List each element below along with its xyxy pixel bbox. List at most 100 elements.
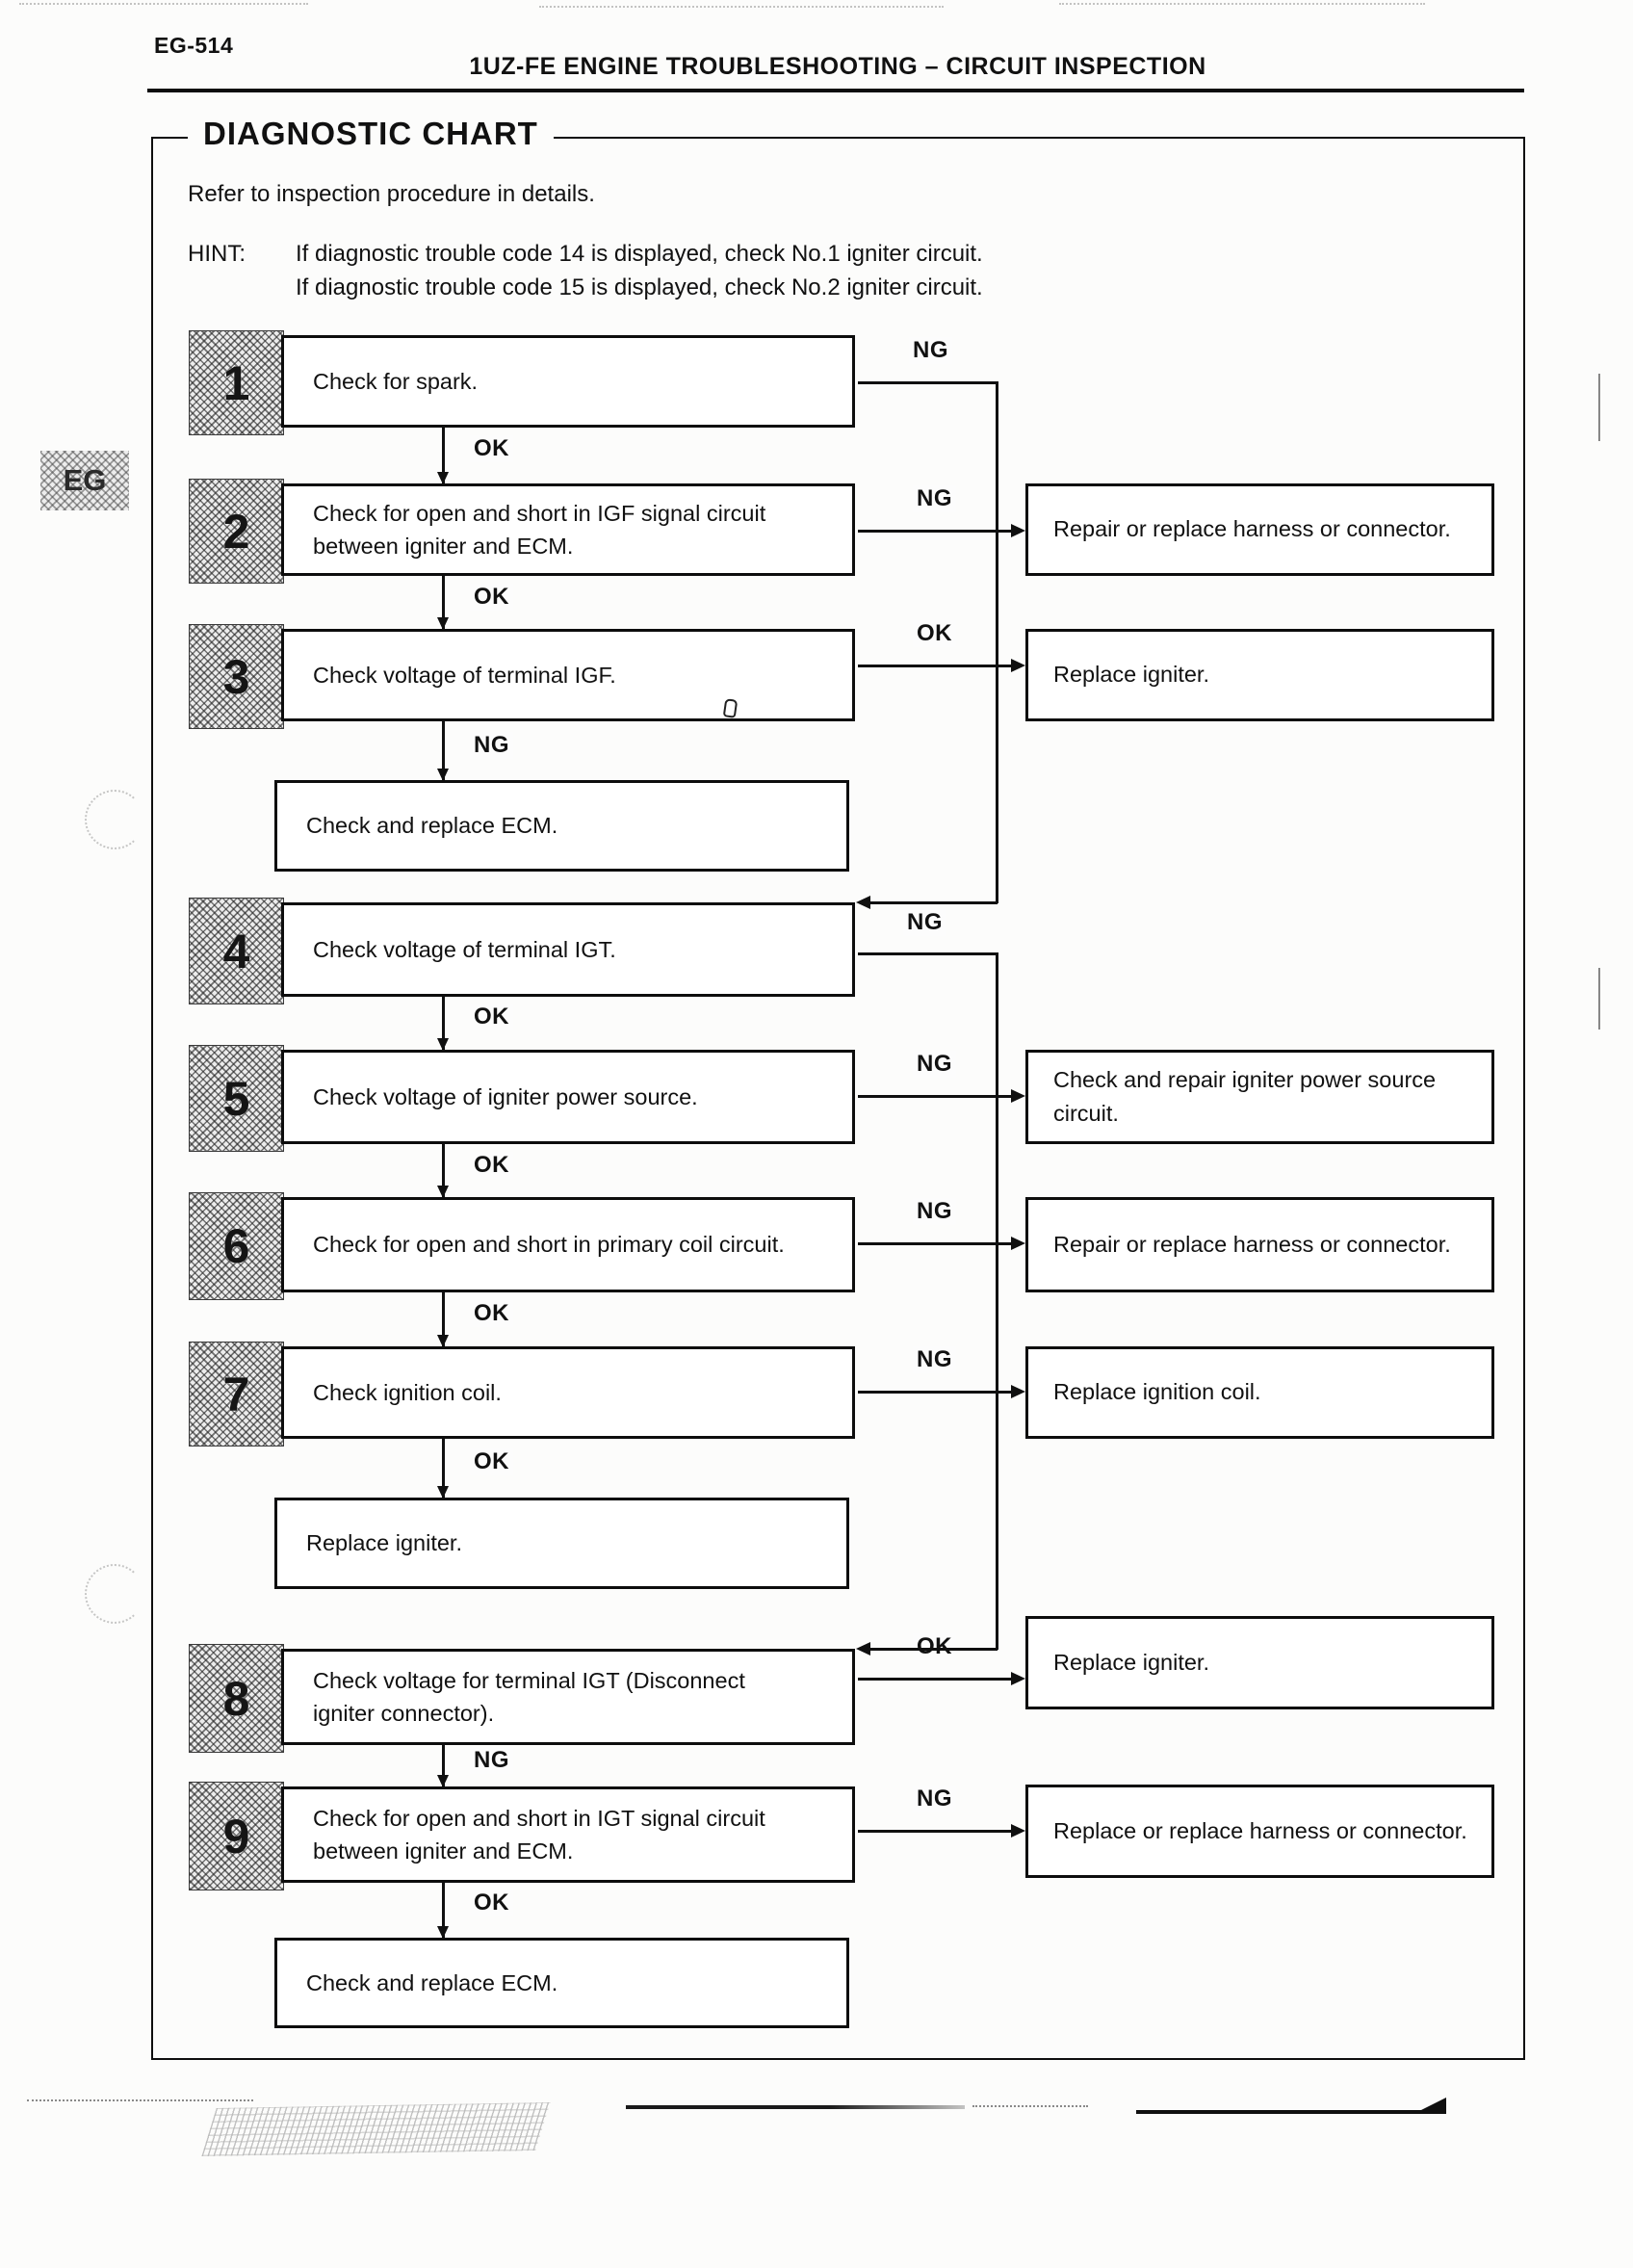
arrow-right-icon — [1011, 524, 1025, 537]
scan-artifact-tick — [1598, 374, 1600, 441]
flow-step-1: 1 Check for spark. — [189, 330, 855, 435]
hint-label: HINT: — [188, 241, 246, 267]
flow-connector — [996, 952, 998, 1650]
branch-label: OK — [470, 1448, 513, 1475]
scan-artifact-mark — [722, 698, 739, 718]
step-number-badge: 3 — [189, 624, 284, 729]
arrow-right-icon — [1011, 659, 1025, 672]
diagnostic-chart-frame: DIAGNOSTIC CHART — [151, 116, 1525, 2060]
branch-label: OK — [470, 584, 513, 611]
scan-noise — [19, 3, 308, 5]
step-number-badge: 6 — [189, 1192, 284, 1300]
branch-label: NG — [470, 1747, 513, 1774]
branch-label: NG — [913, 485, 956, 512]
result-box-repair-harness: Repair or replace harness or connector. — [1025, 1197, 1494, 1292]
result-box-replace-ignition-coil: Replace ignition coil. — [1025, 1346, 1494, 1439]
branch-label: NG — [913, 1786, 956, 1812]
step-text: Check voltage for terminal IGT (Disconne… — [313, 1667, 745, 1693]
flow-step-6: 6 Check for open and short in primary co… — [189, 1192, 855, 1300]
result-box-replace-igniter: Replace igniter. — [1025, 629, 1494, 721]
flow-step-5: 5 Check voltage of igniter power source. — [189, 1045, 855, 1152]
flow-step-2: 2 Check for open and short in IGF signal… — [189, 479, 855, 584]
flow-connector — [858, 665, 1013, 667]
scan-noise — [539, 6, 944, 8]
step-text: Check for spark. — [313, 368, 479, 394]
branch-label: OK — [470, 1300, 513, 1327]
flow-step-4: 4 Check voltage of terminal IGT. — [189, 898, 855, 1004]
scan-artifact-wedge — [1413, 2098, 1446, 2114]
branch-label: NG — [913, 1051, 956, 1078]
arrow-right-icon — [1011, 1385, 1025, 1398]
arrow-down-icon — [437, 769, 449, 781]
branch-label: OK — [913, 1633, 956, 1660]
step-number-badge: 8 — [189, 1644, 284, 1753]
branch-label: NG — [913, 1346, 956, 1373]
result-box-replace-igniter: Replace igniter. — [1025, 1616, 1494, 1709]
result-box-repair-power-source: Check and repair igniter power source ci… — [1025, 1050, 1494, 1144]
step-text: igniter connector). — [313, 1701, 495, 1726]
scan-artifact-line — [1136, 2110, 1444, 2114]
step-number-badge: 9 — [189, 1782, 284, 1890]
step-number-badge: 7 — [189, 1342, 284, 1447]
step-text: Check for open and short in primary coil… — [313, 1232, 785, 1258]
branch-label: OK — [470, 1890, 513, 1916]
branch-label: OK — [470, 1152, 513, 1179]
flow-step-8: 8 Check voltage for terminal IGT (Discon… — [189, 1644, 855, 1753]
flow-connector — [858, 530, 1013, 533]
flow-step-9: 9 Check for open and short in IGT signal… — [189, 1782, 855, 1890]
flow-connector — [442, 428, 445, 483]
step-number-badge: 5 — [189, 1045, 284, 1152]
step-number-badge: 4 — [189, 898, 284, 1004]
step-text: Check voltage of terminal IGT. — [313, 936, 616, 962]
flow-connector — [442, 1292, 445, 1346]
scan-noise — [1059, 3, 1425, 5]
terminal-box-check-replace-ecm: Check and replace ECM. — [274, 1938, 849, 2028]
page-title: 1UZ-FE ENGINE TROUBLESHOOTING – CIRCUIT … — [469, 53, 1206, 80]
arrow-down-icon — [437, 617, 449, 630]
branch-label: NG — [903, 909, 946, 936]
flow-step-3: 3 Check voltage of terminal IGF. — [189, 624, 855, 729]
branch-label: OK — [470, 435, 513, 462]
header-rule — [147, 89, 1524, 92]
step-text: Check for open and short in IGT signal c… — [313, 1805, 765, 1831]
section-tab-label: EG — [63, 463, 107, 497]
flow-connector — [442, 1439, 445, 1498]
branch-label: NG — [470, 732, 513, 759]
arrow-right-icon — [1011, 1237, 1025, 1250]
terminal-box-replace-igniter: Replace igniter. — [274, 1498, 849, 1589]
flow-connector — [442, 1745, 445, 1786]
flow-connector — [442, 721, 445, 780]
intro-text: Refer to inspection procedure in details… — [188, 181, 595, 207]
arrow-down-icon — [437, 1926, 449, 1939]
branch-label: OK — [470, 1004, 513, 1030]
scan-artifact-tick — [1598, 968, 1600, 1030]
flow-connector — [858, 952, 998, 955]
flow-connector — [442, 1883, 445, 1938]
scan-artifact-dots — [972, 2105, 1088, 2107]
scan-artifact-line — [626, 2105, 965, 2109]
flow-connector — [858, 1678, 1013, 1681]
chart-title: DIAGNOSTIC CHART — [188, 116, 554, 152]
step-text: between igniter and ECM. — [313, 1838, 574, 1864]
arrow-down-icon — [437, 1335, 449, 1347]
flow-connector — [858, 381, 998, 384]
flow-connector — [442, 576, 445, 629]
branch-label: NG — [913, 1198, 956, 1225]
flow-connector — [442, 1144, 445, 1197]
flow-connector — [996, 381, 998, 903]
flow-connector — [858, 1242, 1013, 1245]
branch-label: NG — [909, 337, 952, 364]
arrow-right-icon — [1011, 1672, 1025, 1685]
step-text: Check for open and short in IGF signal c… — [313, 500, 766, 526]
result-box-replace-harness: Replace or replace harness or connector. — [1025, 1785, 1494, 1878]
flow-connector — [858, 1830, 1013, 1833]
step-text: Check voltage of igniter power source. — [313, 1083, 698, 1109]
arrow-down-icon — [437, 1775, 449, 1787]
scan-artifact-dots — [27, 2099, 253, 2101]
flow-connector — [858, 1391, 1013, 1394]
step-number-badge: 1 — [189, 330, 284, 435]
arrow-left-icon — [856, 1642, 870, 1655]
scan-artifact-circle — [85, 790, 144, 849]
step-text: Check voltage of terminal IGF. — [313, 662, 616, 688]
